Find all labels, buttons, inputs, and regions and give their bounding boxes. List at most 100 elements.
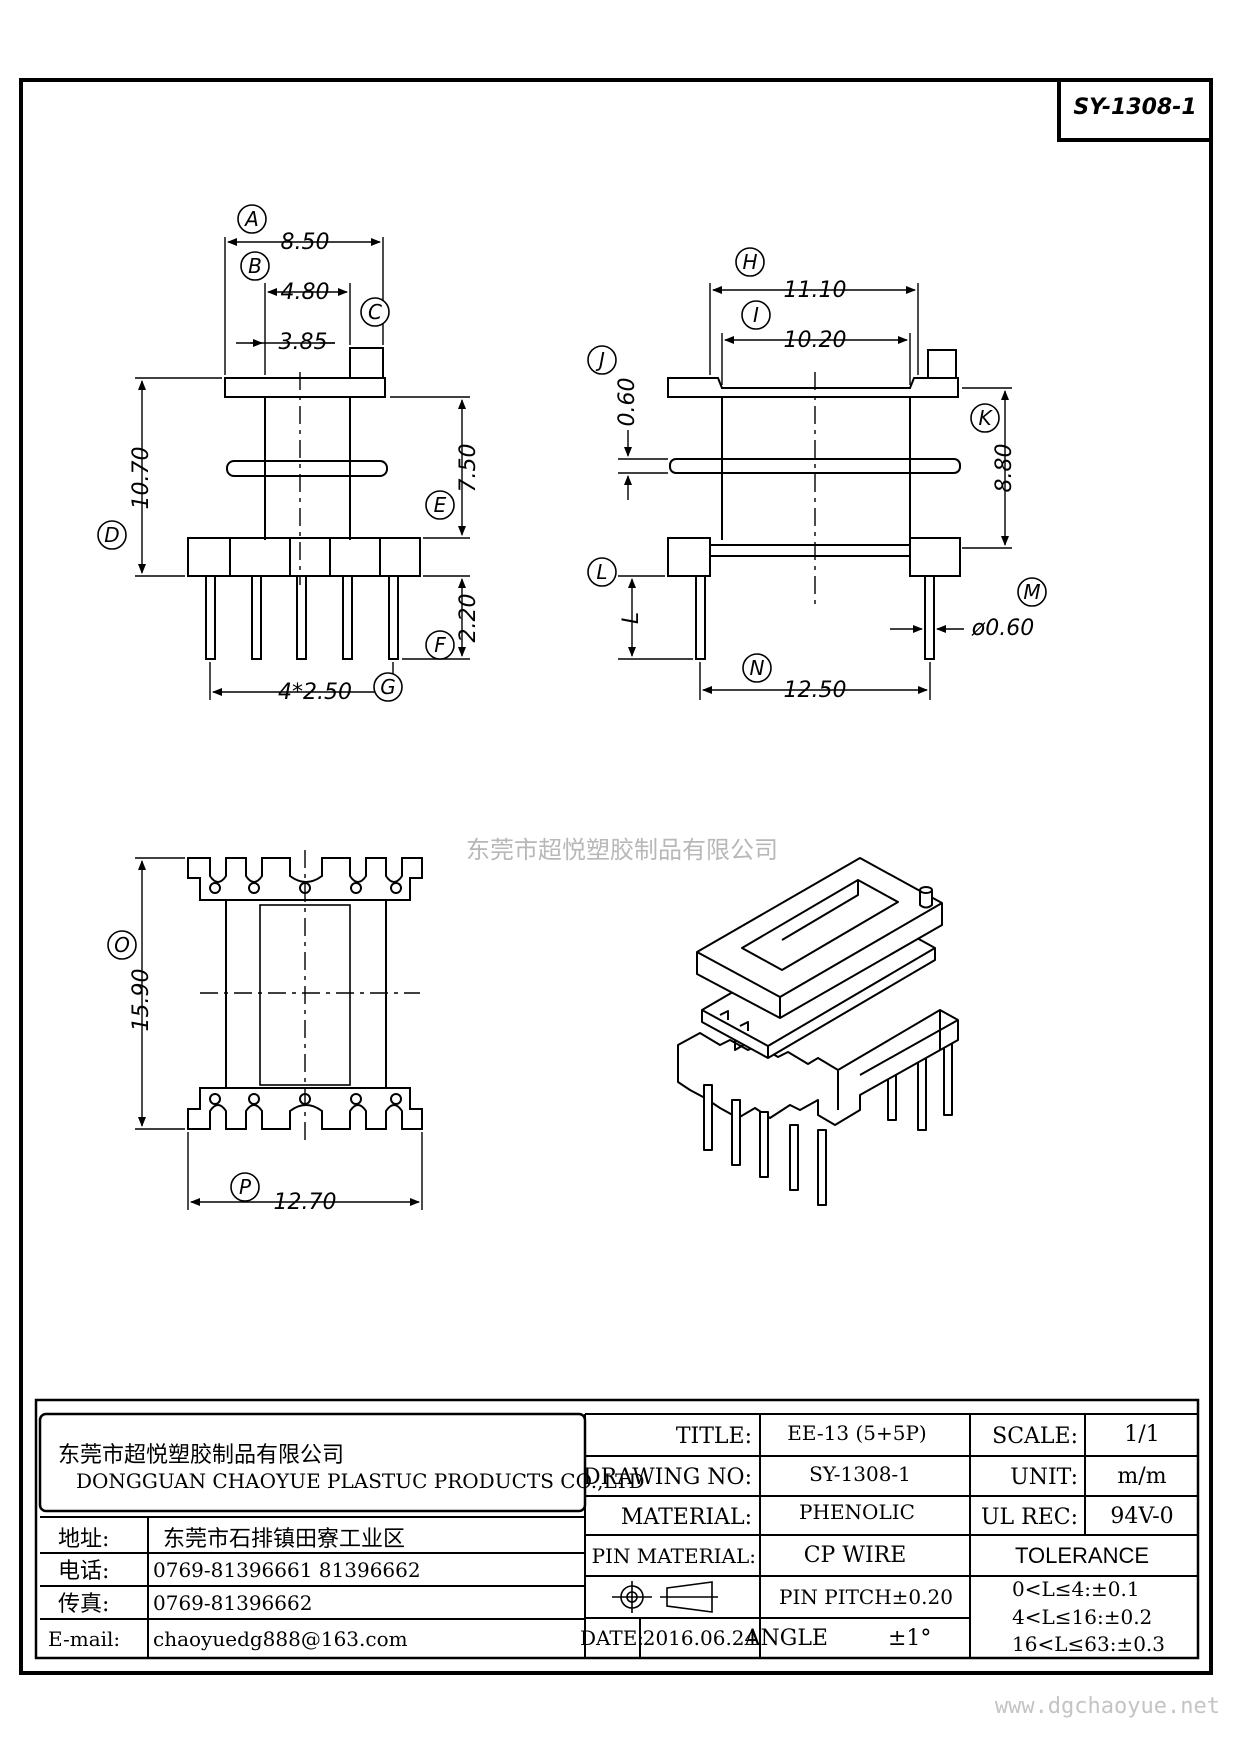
svg-text:I: I — [753, 303, 759, 327]
svg-text:B: B — [248, 254, 262, 278]
dim-c-value: 3.85 — [279, 330, 328, 355]
side-dimension-text: 11.10 10.20 0.60 8.80 L ø0.60 12.50 — [615, 278, 1034, 703]
callout-d: D — [97, 520, 127, 550]
side-pin-right — [924, 575, 935, 660]
dim-g-value: 4*2.50 — [278, 680, 352, 705]
svg-text:E: E — [434, 493, 447, 517]
pin-pitch: PIN PITCH±0.20 — [779, 1585, 953, 1609]
unit-value: m/m — [1117, 1464, 1166, 1489]
svg-text:N: N — [750, 656, 765, 680]
front-top-flange — [224, 377, 386, 398]
svg-text:P: P — [239, 1175, 252, 1199]
svg-text:L: L — [596, 560, 607, 584]
top-dimensions — [135, 857, 423, 1210]
front-pin-stub — [349, 347, 384, 379]
fax-value: 0769-81396662 — [153, 1591, 312, 1615]
svg-text:M: M — [1023, 580, 1040, 604]
front-pin-1 — [205, 575, 216, 660]
fax-label: 传真: — [58, 1592, 109, 1617]
projection-symbol-icon — [612, 1581, 718, 1613]
email-value: chaoyuedg888@163.com — [153, 1627, 408, 1651]
svg-text:F: F — [434, 633, 446, 657]
isometric-view — [677, 857, 959, 1206]
top-dimension-text: 15.90 12.70 — [129, 969, 336, 1215]
svg-text:O: O — [114, 933, 130, 957]
ul-value: 94V-0 — [1110, 1504, 1173, 1529]
dim-b-value: 4.80 — [281, 280, 330, 305]
tolerance-line-3: 16<L≤63:±0.3 — [1012, 1632, 1165, 1656]
angle-label: ANGLE — [744, 1626, 828, 1651]
top-core-window — [259, 904, 351, 1086]
material-label: MATERIAL: — [621, 1505, 752, 1530]
side-mid-flange — [669, 458, 961, 474]
callout-e: E — [425, 490, 455, 520]
callout-c: C — [360, 297, 390, 327]
website-watermark: www.dgchaoyue.net — [995, 1694, 1220, 1719]
title-value: EE-13 (5+5P) — [787, 1421, 926, 1445]
svg-text:C: C — [368, 300, 382, 324]
dim-a-value: 8.50 — [281, 230, 330, 255]
callout-g: G — [373, 672, 403, 702]
dim-d-value: 10.70 — [129, 447, 154, 510]
front-pin-4 — [342, 575, 353, 660]
side-view — [667, 349, 961, 660]
dim-i-value: 10.20 — [784, 328, 847, 353]
callout-l: L — [587, 557, 617, 587]
svg-text:A: A — [243, 207, 259, 231]
tolerance-label: TOLERANCE — [1015, 1543, 1149, 1568]
side-base-right — [909, 537, 961, 577]
title-block-text: 东莞市超悦塑胶制品有限公司 DONGGUAN CHAOYUE PLASTUC P… — [48, 1421, 1174, 1656]
top-lower-flange — [187, 1087, 423, 1130]
side-dimensions — [618, 283, 1012, 700]
callout-b: B — [240, 251, 270, 281]
address-label: 地址: — [58, 1527, 109, 1552]
callout-n: N — [742, 653, 772, 683]
svg-text:G: G — [380, 675, 396, 699]
front-pin-3 — [296, 575, 307, 660]
drawing-no-label: DRAWING NO: — [583, 1465, 752, 1490]
tolerance-line-1: 0<L≤4:±0.1 — [1012, 1577, 1140, 1601]
company-name-cn: 东莞市超悦塑胶制品有限公司 — [58, 1443, 344, 1468]
front-dimension-text: 8.50 4.80 3.85 10.70 7.50 2.20 4*2.50 — [129, 230, 481, 705]
company-name-en: DONGGUAN CHAOYUE PLASTUC PRODUCTS CO.,LT… — [76, 1469, 645, 1493]
iso-window — [741, 879, 899, 971]
front-mid-flange — [226, 460, 388, 477]
front-pin-2 — [251, 575, 262, 660]
watermark: 东莞市超悦塑胶制品有限公司 — [466, 836, 778, 864]
side-pin-stub — [927, 349, 957, 379]
ul-label: UL REC: — [981, 1505, 1078, 1530]
callout-k: K — [970, 403, 1000, 433]
front-view — [187, 347, 421, 660]
svg-text:K: K — [978, 406, 993, 430]
dim-l-value: L — [619, 612, 644, 624]
dim-j-value: 0.60 — [615, 378, 640, 427]
callout-h: H — [735, 247, 765, 277]
svg-text:J: J — [595, 348, 605, 372]
scale-value: 1/1 — [1124, 1422, 1159, 1447]
dim-o-value: 15.90 — [129, 969, 154, 1032]
title-label: TITLE: — [676, 1424, 752, 1449]
iso-pins-front — [703, 1084, 827, 1206]
address-value: 东莞市石排镇田寮工业区 — [163, 1527, 405, 1552]
callout-a: A — [237, 204, 267, 234]
side-base-left — [667, 537, 711, 577]
dim-f-value: 2.20 — [456, 594, 481, 643]
title-block — [34, 1398, 1200, 1660]
callout-i: I — [741, 300, 771, 330]
callout-p: P — [230, 1172, 260, 1202]
scale-label: SCALE: — [992, 1424, 1078, 1449]
dim-p-value: 12.70 — [274, 1190, 337, 1215]
material-value: PHENOLIC — [799, 1500, 915, 1524]
front-dimensions — [135, 237, 470, 700]
tel-label: 电话: — [58, 1559, 109, 1584]
angle-value: ±1° — [888, 1626, 931, 1651]
top-upper-flange — [187, 857, 423, 901]
dim-m-value: ø0.60 — [971, 616, 1034, 641]
callout-f: F — [425, 630, 455, 660]
side-pin-left — [695, 575, 706, 660]
callout-o: O — [107, 930, 137, 960]
date-label: DATE: — [580, 1626, 644, 1650]
side-top-flange — [667, 377, 959, 398]
dim-h-value: 11.10 — [784, 278, 847, 303]
